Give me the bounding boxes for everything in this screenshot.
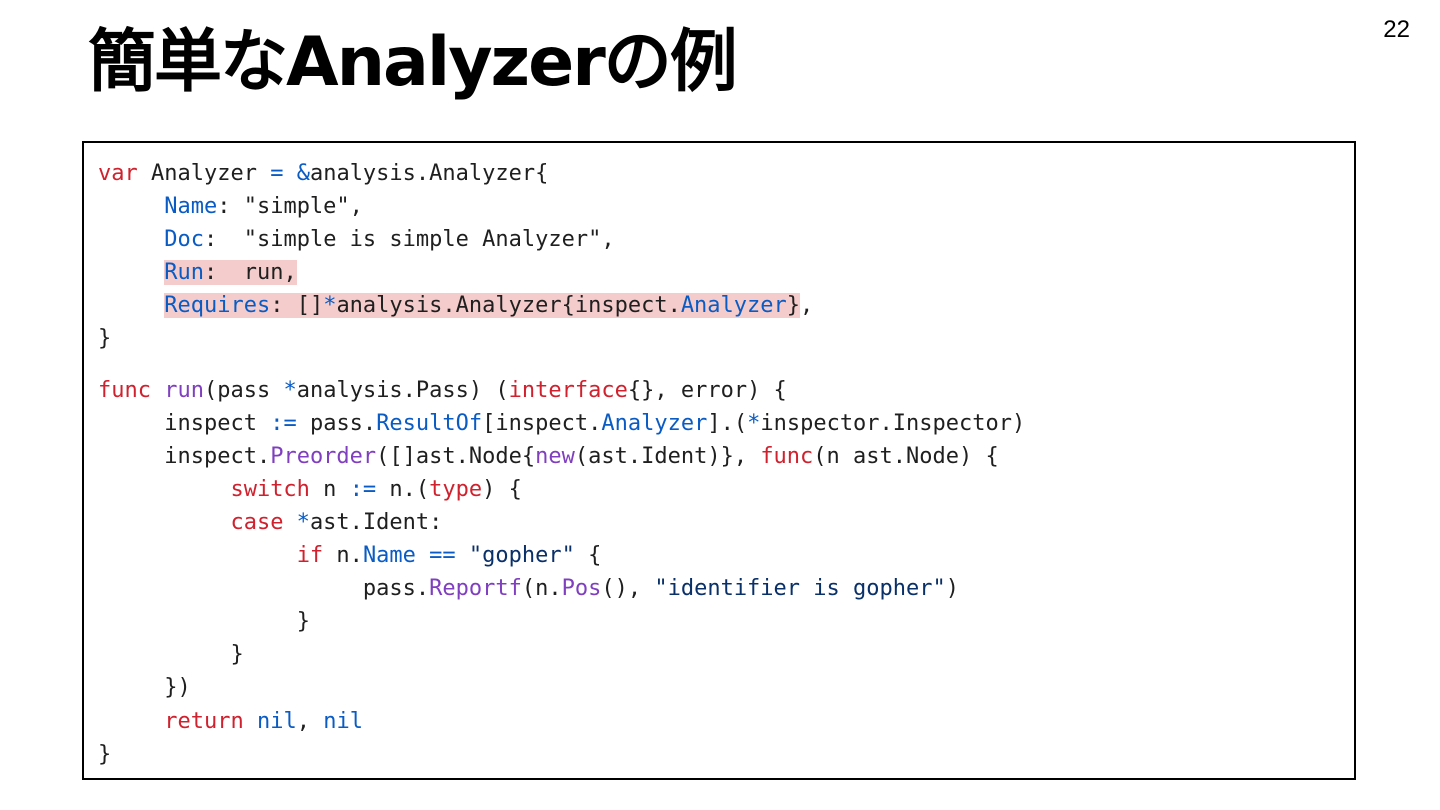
page-number: 22 <box>1383 16 1410 43</box>
constant: nil <box>243 708 297 734</box>
code-line: Doc: "simple is simple Analyzer", <box>98 223 1025 256</box>
code-line: inspect := pass.ResultOf[inspect.Analyze… <box>98 407 1025 440</box>
operator: := <box>270 410 297 436</box>
code-text: pass. <box>362 576 430 602</box>
code-text: inspect <box>164 410 271 436</box>
keyword: return <box>164 708 244 734</box>
operator: * <box>323 293 337 319</box>
code-text: } <box>230 642 244 668</box>
code-line: } <box>98 322 1025 355</box>
keyword: type <box>429 476 483 502</box>
field-name: Requires <box>164 293 271 319</box>
identifier: Name <box>362 543 416 569</box>
identifier: Analyzer <box>680 293 787 319</box>
code-line: switch n := n.(type) { <box>98 473 1025 506</box>
code-text: analysis.Pass) ( <box>296 377 509 403</box>
code-text: , <box>800 293 814 319</box>
string-literal: "gopher" <box>455 543 575 569</box>
code-text: ) { <box>482 476 522 502</box>
operator: * <box>283 377 297 403</box>
code-line: }) <box>98 671 1025 704</box>
operator: * <box>747 410 761 436</box>
code-text: [inspect. <box>482 410 602 436</box>
keyword: switch <box>230 476 310 502</box>
line-gap <box>98 356 1025 374</box>
code-text: : run, <box>203 260 297 286</box>
code-text: ast.Ident: <box>309 509 443 535</box>
function-name: Pos <box>561 576 602 602</box>
code-block: var Analyzer = &analysis.Analyzer{ Name:… <box>82 141 1356 780</box>
identifier: Analyzer <box>601 410 708 436</box>
code-line: Run: run, <box>98 256 1025 289</box>
code-line: Name: "simple", <box>98 190 1025 223</box>
code-text: } <box>296 609 310 635</box>
code-text: } <box>98 326 112 352</box>
highlight-run: Run: run, <box>164 260 297 286</box>
code-text: } <box>98 741 112 767</box>
code-text: (), <box>601 576 655 602</box>
code-text: inspector.Inspector) <box>760 410 1026 436</box>
code-line: case *ast.Ident: <box>98 506 1025 539</box>
code-text: : [] <box>270 293 324 319</box>
highlight-requires: Requires: []*analysis.Analyzer{inspect.A… <box>164 293 801 319</box>
code-line: func run(pass *analysis.Pass) (interface… <box>98 374 1025 407</box>
code-text: { <box>574 543 602 569</box>
code-text: ([]ast.Node{ <box>376 443 536 469</box>
code-line: } <box>98 638 1025 671</box>
keyword: interface <box>508 377 628 403</box>
operator: & <box>283 161 310 186</box>
code-text: {}, error) { <box>627 377 787 403</box>
code-text: (n ast.Node) { <box>813 443 999 469</box>
function-name: new <box>535 443 575 469</box>
code-text: (ast.Ident)}, <box>574 443 761 469</box>
code-text: , <box>296 708 310 734</box>
code-line: Requires: []*analysis.Analyzer{inspect.A… <box>98 289 1025 322</box>
code-line: if n.Name == "gopher" { <box>98 539 1025 572</box>
code-text: analysis.Analyzer{inspect. <box>336 293 681 319</box>
code-line: } <box>98 605 1025 638</box>
code-text: (pass <box>203 377 284 403</box>
function-name: Preorder <box>270 443 377 469</box>
keyword: func <box>98 377 151 403</box>
keyword: case <box>230 509 284 535</box>
code-text: pass. <box>296 410 377 436</box>
identifier: ResultOf <box>376 410 483 436</box>
code-text: n.( <box>376 476 430 502</box>
function-name: Reportf <box>429 576 522 602</box>
slide-title: 簡単なAnalyzerの例 <box>88 23 738 102</box>
code-text: : "simple is simple Analyzer", <box>203 227 615 253</box>
code-text: n. <box>323 543 363 569</box>
field-name: Name <box>164 194 218 220</box>
keyword: if <box>296 543 324 569</box>
function-name: run <box>164 377 204 403</box>
operator: * <box>283 509 310 535</box>
code-text: n <box>309 476 350 502</box>
code-text: inspect. <box>164 443 271 469</box>
code-text: (n. <box>521 576 562 602</box>
code-text: }) <box>164 675 191 701</box>
string-literal: "identifier is gopher" <box>654 576 946 602</box>
keyword: var <box>98 161 138 186</box>
code-text: ].( <box>707 410 748 436</box>
code-text: Analyzer <box>137 161 271 186</box>
keyword: func <box>760 443 814 469</box>
code-text: } <box>786 293 801 319</box>
code-text: ) <box>945 576 959 602</box>
code-line: } <box>98 738 1025 771</box>
constant: nil <box>309 708 363 734</box>
code-line: pass.Reportf(n.Pos(), "identifier is gop… <box>98 572 1025 605</box>
field-name: Doc <box>164 227 204 253</box>
operator: = <box>270 161 284 186</box>
code-line: var Analyzer = &analysis.Analyzer{ <box>98 157 1025 190</box>
code-text: analysis.Analyzer{ <box>309 161 549 186</box>
field-name: Run <box>164 260 204 286</box>
code-line: inspect.Preorder([]ast.Node{new(ast.Iden… <box>98 440 1025 473</box>
code-text: : "simple", <box>217 194 363 220</box>
operator: == <box>415 543 456 569</box>
operator: := <box>349 476 377 502</box>
code-line: return nil, nil <box>98 705 1025 738</box>
code-listing: var Analyzer = &analysis.Analyzer{ Name:… <box>98 157 1025 771</box>
